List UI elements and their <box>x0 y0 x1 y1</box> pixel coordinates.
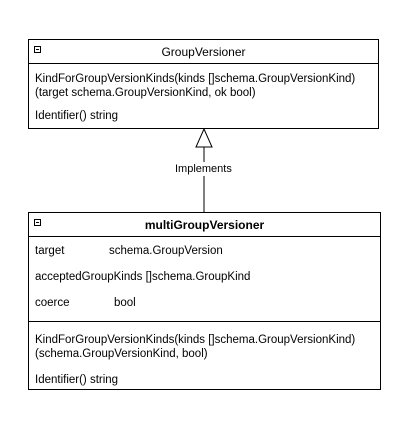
attribute-name: coerce <box>35 297 70 309</box>
attribute-row: acceptedGroupKinds []schema.GroupKind <box>35 270 365 284</box>
realization-arrowhead <box>195 127 213 148</box>
method-line: Identifier() string <box>35 110 119 122</box>
group-versioner-header: GroupVersioner <box>29 40 378 64</box>
attribute-name: target <box>35 245 65 257</box>
multi-group-versioner-attributes: target schema.GroupVersion acceptedGroup… <box>29 237 380 321</box>
multi-group-versioner-class[interactable]: multiGroupVersioner target schema.GroupV… <box>28 212 381 390</box>
attribute-row: coerce bool <box>35 296 365 310</box>
attribute-name: acceptedGroupKinds []schema.GroupKind <box>35 271 251 283</box>
group-versioner-methods: KindForGroupVersionKinds(kinds []schema.… <box>29 64 378 128</box>
method-line: (target schema.GroupVersionKind, ok bool… <box>35 87 256 99</box>
attribute-row: target schema.GroupVersion <box>35 244 365 258</box>
implements-label: Implements <box>174 162 233 176</box>
method-line: (schema.GroupVersionKind, bool) <box>35 348 208 360</box>
collapse-icon[interactable] <box>34 219 41 226</box>
method-line: KindForGroupVersionKinds(kinds []schema.… <box>35 334 356 346</box>
method-line: KindForGroupVersionKinds(kinds []schema.… <box>35 73 356 85</box>
collapse-icon[interactable] <box>34 46 41 53</box>
multi-group-versioner-methods: KindForGroupVersionKinds(kinds []schema.… <box>29 321 380 389</box>
attribute-type: bool <box>114 297 136 309</box>
method-line: Identifier() string <box>35 374 119 386</box>
group-versioner-class[interactable]: GroupVersioner KindForGroupVersionKinds(… <box>28 39 379 129</box>
attribute-type: schema.GroupVersion <box>109 245 223 257</box>
multi-group-versioner-name: multiGroupVersioner <box>144 218 265 232</box>
multi-group-versioner-header: multiGroupVersioner <box>29 213 380 237</box>
group-versioner-name: GroupVersioner <box>161 45 246 59</box>
